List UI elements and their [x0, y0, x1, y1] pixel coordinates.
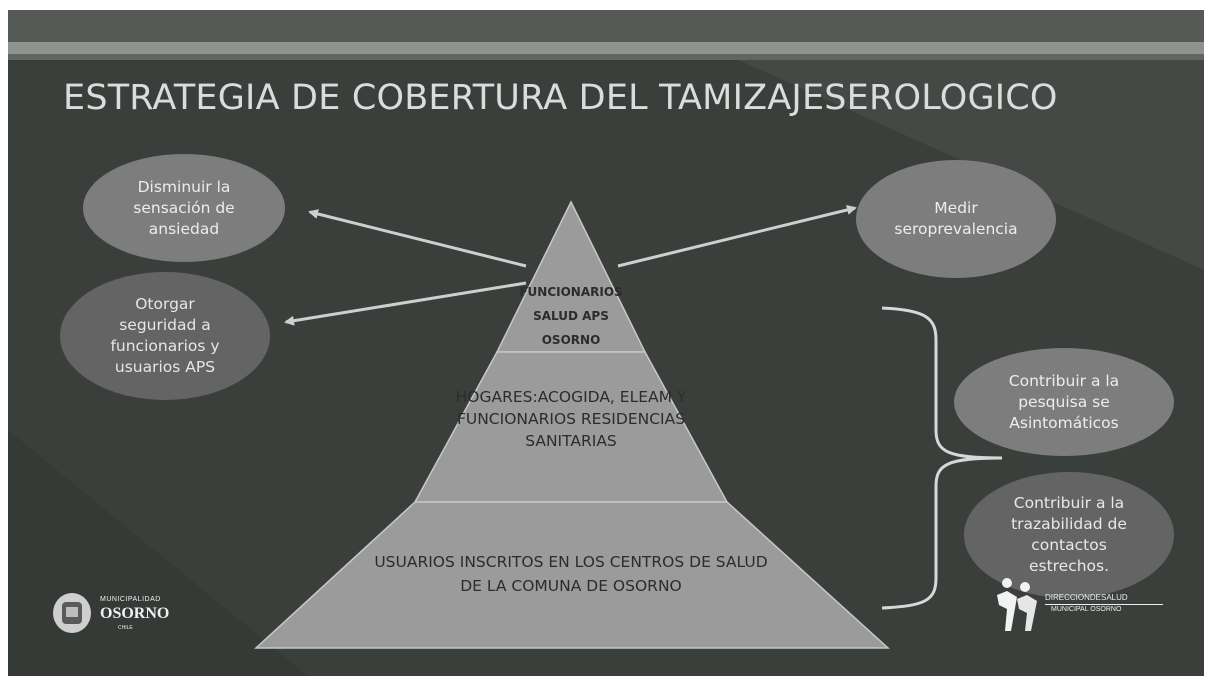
- goal-pesquisa-label: Contribuir a la pesquisa se Asintomático…: [1008, 371, 1120, 432]
- connectors: [284, 205, 1003, 610]
- goal-pesquisa: Contribuir a la pesquisa se Asintomático…: [954, 348, 1174, 456]
- logo-left-line2: OSORNO: [100, 605, 170, 622]
- slide-title: ESTRATEGIA DE COBERTURA DEL TAMIZAJESERO…: [63, 78, 1058, 118]
- municipalidad-logo: MUNICIPALIDAD OSORNO CHILE: [50, 590, 169, 640]
- logo-left-line3: CHILE: [118, 625, 133, 631]
- logo-right-line2: MUNICIPAL OSORNO: [1051, 606, 1122, 613]
- pyramid-middle-label: HOGARES:ACOGIDA, ELEAM Y FUNCIONARIOS RE…: [455, 388, 687, 450]
- goal-ansiedad: Disminuir la sensación de ansiedad: [83, 154, 285, 262]
- arrow-to-seguridad: [284, 281, 527, 326]
- pyramid: [254, 200, 890, 649]
- goal-seroprevalencia-label: Medir seroprevalencia: [894, 199, 1018, 238]
- arrow-to-seroprevalencia: [617, 205, 857, 268]
- slide: ESTRATEGIA DE COBERTURA DEL TAMIZAJESERO…: [8, 10, 1204, 676]
- goal-trazabilidad-label: Contribuir a la trazabilidad de contacto…: [1011, 494, 1127, 575]
- coat-of-arms-icon: [53, 593, 91, 633]
- goal-ansiedad-label: Disminuir la sensación de ansiedad: [133, 177, 235, 238]
- arrow-to-ansiedad: [308, 209, 527, 268]
- goal-seguridad: Otorgar seguridad a funcionarios y usuar…: [60, 272, 270, 400]
- goal-trazabilidad: Contribuir a la trazabilidad de contacto…: [964, 472, 1174, 598]
- goal-seguridad-label: Otorgar seguridad a funcionarios y usuar…: [110, 295, 220, 376]
- bracket: [881, 306, 1003, 610]
- logo-left-line1: MUNICIPALIDAD: [100, 596, 161, 603]
- pyramid-top-label: FUNCIONARIOS SALUD APS OSORNO: [519, 285, 623, 347]
- goal-seroprevalencia: Medir seroprevalencia: [856, 160, 1056, 278]
- logo-right-line1: DIRECCIONDESALUD: [1045, 593, 1128, 602]
- pyramid-bottom-label: USUARIOS INSCRITOS EN LOS CENTROS DE SAL…: [374, 553, 768, 595]
- pyramid-level-bottom: [254, 501, 890, 649]
- people-figures-icon: [997, 578, 1037, 631]
- direccion-salud-logo: DIRECCIONDESALUD MUNICIPAL OSORNO: [993, 575, 1163, 637]
